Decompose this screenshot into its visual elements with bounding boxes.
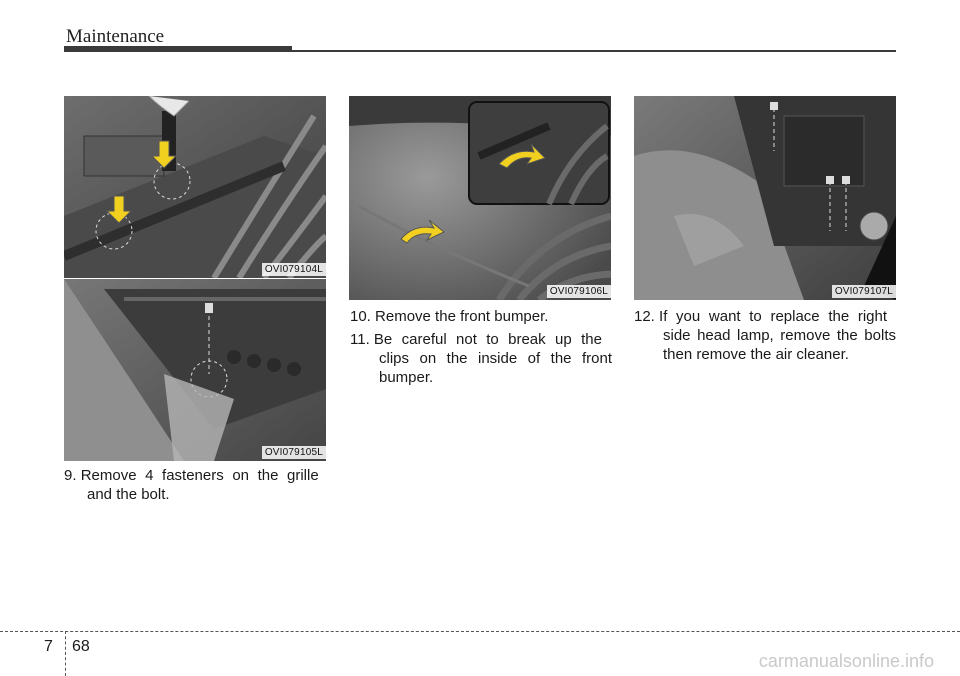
- chapter-number: 7: [44, 638, 53, 655]
- watermark: carmanualsonline.info: [758, 651, 934, 671]
- step-12: 12. If you want to replace the right sid…: [634, 307, 896, 364]
- bumper-illustration: [349, 96, 611, 300]
- grille-illustration: [64, 96, 326, 278]
- figure-front-bumper: OVI079106L: [349, 96, 611, 300]
- footer-rule: [0, 631, 960, 632]
- header-rule-thick: [64, 46, 292, 52]
- step-number: 9.: [64, 467, 77, 484]
- step-text: Be careful not to break up the: [373, 331, 602, 348]
- footer-divider: [65, 631, 66, 676]
- step-11: 11. Be careful not to break up the clips…: [350, 330, 612, 387]
- figure-grille-fasteners: OVI079104L: [64, 96, 326, 278]
- step-text: then remove the air cleaner.: [663, 346, 849, 363]
- step-number: 10.: [350, 308, 371, 325]
- figure-code: OVI079106L: [546, 285, 611, 298]
- step-10: 10. Remove the front bumper.: [350, 307, 612, 326]
- head-lamp-illustration: [634, 96, 896, 300]
- step-9: 9. Remove 4 fasteners on the grille and …: [64, 466, 328, 504]
- figure-code: OVI079107L: [831, 285, 896, 298]
- figure-grille-bolt: OVI079105L: [64, 279, 326, 461]
- step-text: and the bolt.: [87, 486, 170, 503]
- step-text: Remove the front bumper.: [375, 308, 549, 325]
- step-number: 11.: [350, 331, 370, 348]
- header-rule-thin: [292, 50, 896, 52]
- step-text: If you want to replace the right: [659, 308, 888, 325]
- step-text: Remove 4 fasteners on the grille: [80, 467, 319, 484]
- step-number: 12.: [634, 308, 655, 325]
- bolt-illustration: [64, 279, 326, 461]
- figure-code: OVI079105L: [261, 446, 326, 459]
- page-number: 68: [72, 638, 90, 655]
- figure-code: OVI079104L: [261, 263, 326, 276]
- step-text: bumper.: [379, 369, 434, 386]
- page-title: Maintenance: [66, 26, 165, 47]
- step-text: side head lamp, remove the bolts: [663, 327, 896, 344]
- figure-head-lamp-bolts: OVI079107L: [634, 96, 896, 300]
- step-text: clips on the inside of the front: [379, 350, 612, 367]
